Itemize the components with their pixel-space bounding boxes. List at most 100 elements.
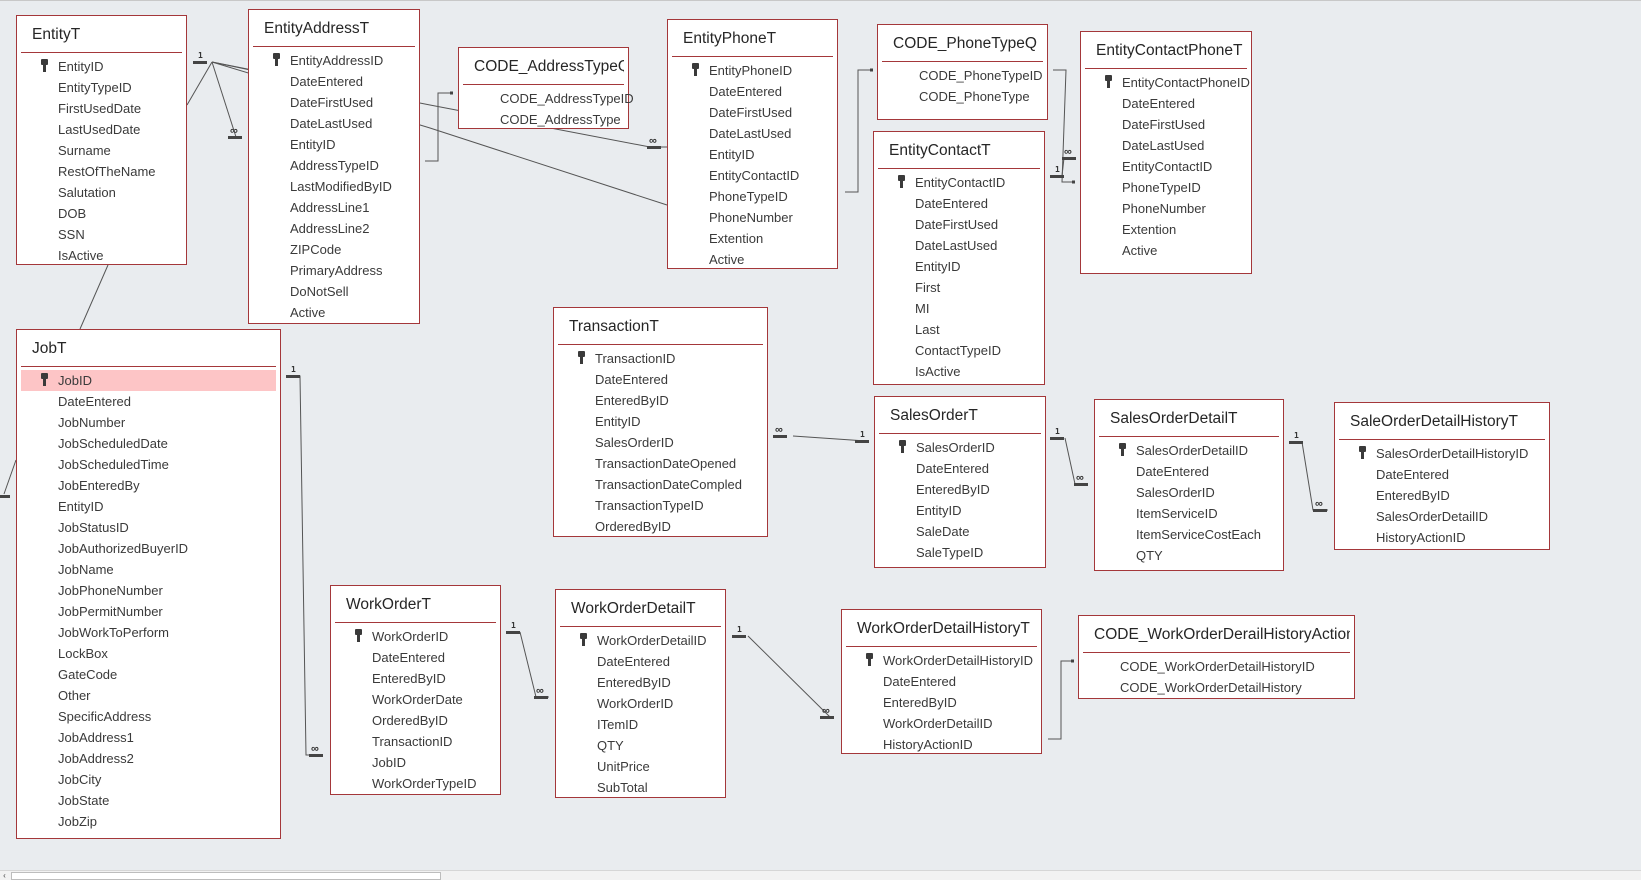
relationship-workordert-workorderdetailt[interactable]: 1∞: [506, 621, 549, 699]
field-entityaddressid[interactable]: EntityAddressID: [253, 50, 415, 71]
field-orderedbyid[interactable]: OrderedByID: [335, 710, 496, 731]
field-entitycontactphoneid[interactable]: EntityContactPhoneID: [1085, 72, 1250, 93]
field-addressline2[interactable]: AddressLine2: [253, 218, 415, 239]
field-workorderid[interactable]: WorkOrderID: [560, 693, 721, 714]
field-dateentered[interactable]: DateEntered: [1339, 464, 1545, 485]
field-transactiondateopened[interactable]: TransactionDateOpened: [558, 453, 763, 474]
field-jobaddress1[interactable]: JobAddress1: [21, 727, 276, 748]
field-code-addresstype[interactable]: CODE_AddressType: [463, 109, 624, 130]
field-lastmodifiedbyid[interactable]: LastModifiedByID: [253, 176, 415, 197]
field-jobcity[interactable]: JobCity: [21, 769, 276, 790]
field-code-phonetype[interactable]: CODE_PhoneType: [882, 86, 1043, 107]
field-code-workorderdetailhistory[interactable]: CODE_WorkOrderDetailHistory: [1083, 677, 1350, 698]
scroll-left-icon[interactable]: ‹: [3, 871, 6, 880]
field-phonetypeid[interactable]: PhoneTypeID: [1085, 177, 1247, 198]
field-subtotal[interactable]: SubTotal: [560, 777, 721, 798]
field-jobid[interactable]: JobID: [335, 752, 496, 773]
field-dateentered[interactable]: DateEntered: [846, 671, 1037, 692]
field-salesorderdetailid[interactable]: SalesOrderDetailID: [1339, 506, 1545, 527]
field-restofthename[interactable]: RestOfTheName: [21, 161, 182, 182]
field-qty[interactable]: QTY: [1099, 545, 1279, 566]
field-specificaddress[interactable]: SpecificAddress: [21, 706, 276, 727]
field-entityid[interactable]: EntityID: [558, 411, 763, 432]
field-datefirstused[interactable]: DateFirstUsed: [253, 92, 415, 113]
table-title[interactable]: WorkOrderDetailHistoryT: [846, 610, 1037, 647]
field-dateentered[interactable]: DateEntered: [560, 651, 721, 672]
field-jobstate[interactable]: JobState: [21, 790, 276, 811]
field-phonenumber[interactable]: PhoneNumber: [1085, 198, 1247, 219]
field-transactiontypeid[interactable]: TransactionTypeID: [558, 495, 763, 516]
field-datefirstused[interactable]: DateFirstUsed: [878, 214, 1040, 235]
field-jobscheduleddate[interactable]: JobScheduledDate: [21, 433, 276, 454]
field-code-phonetypeid[interactable]: CODE_PhoneTypeID: [882, 65, 1043, 86]
field-jobzip[interactable]: JobZip: [21, 811, 276, 832]
table-title[interactable]: CODE_WorkOrderDerailHistoryActionQ: [1083, 616, 1350, 653]
field-dateentered[interactable]: DateEntered: [253, 71, 415, 92]
table-title[interactable]: SalesOrderT: [879, 397, 1041, 434]
field-extention[interactable]: Extention: [672, 228, 833, 249]
field-workorderdetailid[interactable]: WorkOrderDetailID: [846, 713, 1037, 734]
table-title[interactable]: CODE_AddressTypeQ: [463, 48, 624, 85]
relationship-transactiont-salesordert[interactable]: 1∞: [773, 424, 869, 443]
field-isactive[interactable]: IsActive: [878, 361, 1040, 382]
field-saledate[interactable]: SaleDate: [879, 521, 1041, 542]
field-active[interactable]: Active: [1085, 240, 1247, 261]
field-transactiondatecompled[interactable]: TransactionDateCompled: [558, 474, 763, 495]
field-workorderdetailhistoryid[interactable]: WorkOrderDetailHistoryID: [846, 650, 1037, 671]
field-enteredbyid[interactable]: EnteredByID: [560, 672, 721, 693]
field-enteredbyid[interactable]: EnteredByID: [846, 692, 1037, 713]
field-phonenumber[interactable]: PhoneNumber: [672, 207, 833, 228]
field-historyactionid[interactable]: HistoryActionID: [846, 734, 1037, 755]
field-dateentered[interactable]: DateEntered: [672, 81, 833, 102]
relationship-entityt-transactiont[interactable]: ∞: [211, 61, 242, 139]
field-datelastused[interactable]: DateLastUsed: [672, 123, 833, 144]
field-enteredbyid[interactable]: EnteredByID: [879, 479, 1041, 500]
field-primaryaddress[interactable]: PrimaryAddress: [253, 260, 415, 281]
field-donotsell[interactable]: DoNotSell: [253, 281, 415, 302]
relationship-salesorderdetailt-saleorderdetailhistoryt[interactable]: 1∞: [1289, 431, 1328, 512]
field-datefirstused[interactable]: DateFirstUsed: [1085, 114, 1247, 135]
relationship-code-addresstypeq-entityaddresst[interactable]: [425, 91, 453, 162]
field-jobid[interactable]: JobID: [21, 370, 276, 391]
field-dateentered[interactable]: DateEntered: [335, 647, 496, 668]
field-dateentered[interactable]: DateEntered: [21, 391, 276, 412]
field-lastuseddate[interactable]: LastUsedDate: [21, 119, 182, 140]
field-qty[interactable]: QTY: [560, 735, 721, 756]
field-code-workorderdetailhistoryid[interactable]: CODE_WorkOrderDetailHistoryID: [1083, 656, 1350, 677]
field-lockbox[interactable]: LockBox: [21, 643, 276, 664]
field-entitycontactid[interactable]: EntityContactID: [672, 165, 833, 186]
field-active[interactable]: Active: [672, 249, 833, 270]
table-workorderdetailhistoryt[interactable]: WorkOrderDetailHistoryT WorkOrderDetailHi…: [841, 609, 1042, 754]
field-entityid[interactable]: EntityID: [878, 256, 1040, 277]
field-salesorderdetailid[interactable]: SalesOrderDetailID: [1099, 440, 1279, 461]
table-saleorderdetailhistoryt[interactable]: SaleOrderDetailHistoryT SalesOrderDetailH…: [1334, 402, 1550, 550]
field-ssn[interactable]: SSN: [21, 224, 182, 245]
field-salesorderid[interactable]: SalesOrderID: [879, 437, 1041, 458]
field-orderedbyid[interactable]: OrderedByID: [558, 516, 763, 537]
field-jobaddress2[interactable]: JobAddress2: [21, 748, 276, 769]
field-salesorderdetailhistoryid[interactable]: SalesOrderDetailHistoryID: [1339, 443, 1545, 464]
field-mi[interactable]: MI: [878, 298, 1040, 319]
field-gatecode[interactable]: GateCode: [21, 664, 276, 685]
field-entityid[interactable]: EntityID: [672, 144, 833, 165]
field-jobworktoperform[interactable]: JobWorkToPerform: [21, 622, 276, 643]
table-title[interactable]: SaleOrderDetailHistoryT: [1339, 403, 1545, 440]
field-phonetypeid[interactable]: PhoneTypeID: [672, 186, 833, 207]
field-addressline1[interactable]: AddressLine1: [253, 197, 415, 218]
field-active[interactable]: Active: [253, 302, 415, 323]
field-dateentered[interactable]: DateEntered: [1085, 93, 1247, 114]
field-dob[interactable]: DOB: [21, 203, 182, 224]
field-itemservicecosteach[interactable]: ItemServiceCostEach: [1099, 524, 1279, 545]
table-title[interactable]: EntityContactPhoneT: [1085, 32, 1247, 69]
field-workorderid[interactable]: WorkOrderID: [335, 626, 496, 647]
field-transactionid[interactable]: TransactionID: [558, 348, 763, 369]
